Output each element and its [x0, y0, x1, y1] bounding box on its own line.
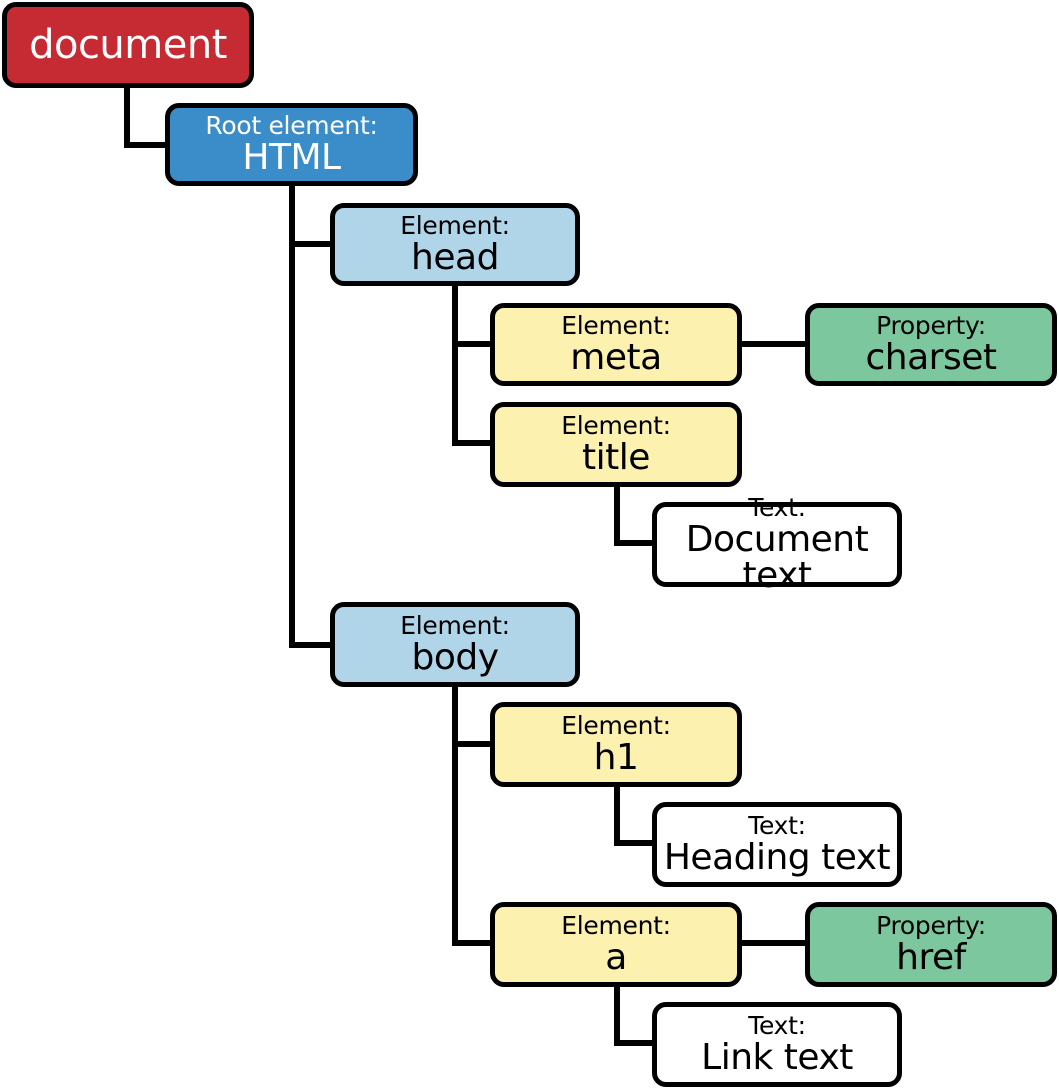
connector-head-title-horizontal	[452, 440, 494, 446]
connector-meta-charset	[740, 341, 808, 347]
connector-html-body-horizontal	[289, 642, 334, 648]
node-a-kind: Element:	[561, 911, 671, 940]
node-body-name: body	[411, 637, 499, 678]
node-head-name: head	[411, 237, 499, 278]
connector-title-documenttext-horizontal	[614, 540, 656, 546]
connector-document-html-vertical	[124, 86, 130, 148]
node-charset-kind: Property:	[876, 311, 986, 340]
connector-title-documenttext-vertical	[614, 484, 620, 546]
connector-h1-headingtext-horizontal	[614, 840, 656, 846]
connector-html-spine	[289, 184, 295, 648]
node-element-body[interactable]: Element: body	[330, 602, 580, 687]
connector-document-html-horizontal	[124, 142, 169, 148]
node-link-text-kind: Text:	[748, 1011, 806, 1040]
node-text-link-text[interactable]: Text: Link text	[652, 1002, 902, 1087]
node-property-charset[interactable]: Property: charset	[805, 303, 1057, 386]
connector-head-spine	[452, 284, 458, 446]
node-heading-text-name: Heading text	[663, 837, 891, 878]
node-body-kind: Element:	[400, 611, 510, 640]
node-root-element-kind: Root element:	[205, 111, 378, 140]
node-document-text-kind: Text:	[748, 493, 806, 522]
node-document-text-name: Document text	[685, 519, 869, 596]
node-heading-text-kind: Text:	[748, 811, 806, 840]
connector-head-meta-horizontal	[452, 341, 494, 347]
node-head-kind: Element:	[400, 211, 510, 240]
node-text-document-text[interactable]: Text: Document text	[652, 495, 902, 594]
node-h1-name: h1	[593, 737, 639, 778]
node-document[interactable]: document	[2, 2, 254, 88]
node-h1-kind: Element:	[561, 711, 671, 740]
node-meta-name: meta	[570, 337, 662, 378]
node-root-element-html[interactable]: Root element: HTML	[165, 103, 418, 186]
connector-html-head-horizontal	[289, 241, 334, 247]
node-property-href[interactable]: Property: href	[805, 902, 1057, 987]
node-element-head[interactable]: Element: head	[330, 203, 580, 286]
node-charset-name: charset	[865, 337, 998, 378]
node-href-name: href	[896, 937, 966, 978]
node-document-name: document	[29, 22, 227, 68]
node-element-a[interactable]: Element: a	[490, 902, 742, 987]
node-element-meta[interactable]: Element: meta	[490, 303, 742, 386]
node-link-text-name: Link text	[701, 1037, 853, 1078]
node-element-h1[interactable]: Element: h1	[490, 702, 742, 787]
connector-body-a-horizontal	[452, 940, 494, 946]
connector-a-linktext-horizontal	[614, 1040, 656, 1046]
connector-body-h1-horizontal	[452, 741, 494, 747]
node-text-heading-text[interactable]: Text: Heading text	[652, 802, 902, 887]
connector-body-spine	[452, 684, 458, 946]
connector-a-href	[740, 940, 808, 946]
node-href-kind: Property:	[876, 911, 986, 940]
node-title-kind: Element:	[561, 411, 671, 440]
node-root-element-name: HTML	[242, 137, 341, 178]
node-element-title[interactable]: Element: title	[490, 402, 742, 487]
node-meta-kind: Element:	[561, 311, 671, 340]
node-title-name: title	[582, 437, 650, 478]
connector-a-linktext-vertical	[614, 984, 620, 1046]
node-a-name: a	[605, 937, 627, 978]
connector-h1-headingtext-vertical	[614, 784, 620, 846]
